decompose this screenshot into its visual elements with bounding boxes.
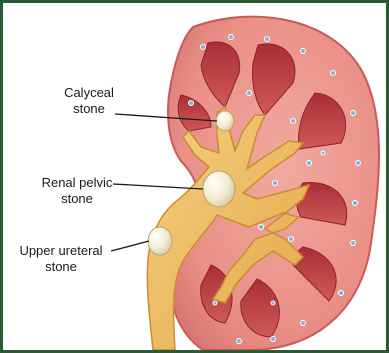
calyceal-stone-label-line1: Calyceal [47,85,131,101]
calyceal-stone [216,111,234,131]
renal-pelvic-stone-label: Renal pelvic stone [27,175,127,207]
upper-ureteral-stone-label-line2: stone [9,259,113,275]
renal-pelvic-stone-label-line2: stone [27,191,127,207]
upper-ureteral-stone-label: Upper ureteral stone [9,243,113,275]
upper-ureteral-stone-label-line1: Upper ureteral [9,243,113,259]
calyceal-stone-label-line2: stone [47,101,131,117]
upper-ureteral-leader-line [111,241,149,251]
upper-ureteral-stone [148,227,172,255]
renal-pelvic-stone-label-line1: Renal pelvic [27,175,127,191]
renal-pelvic-stone [203,171,235,207]
calyceal-stone-label: Calyceal stone [47,85,131,117]
